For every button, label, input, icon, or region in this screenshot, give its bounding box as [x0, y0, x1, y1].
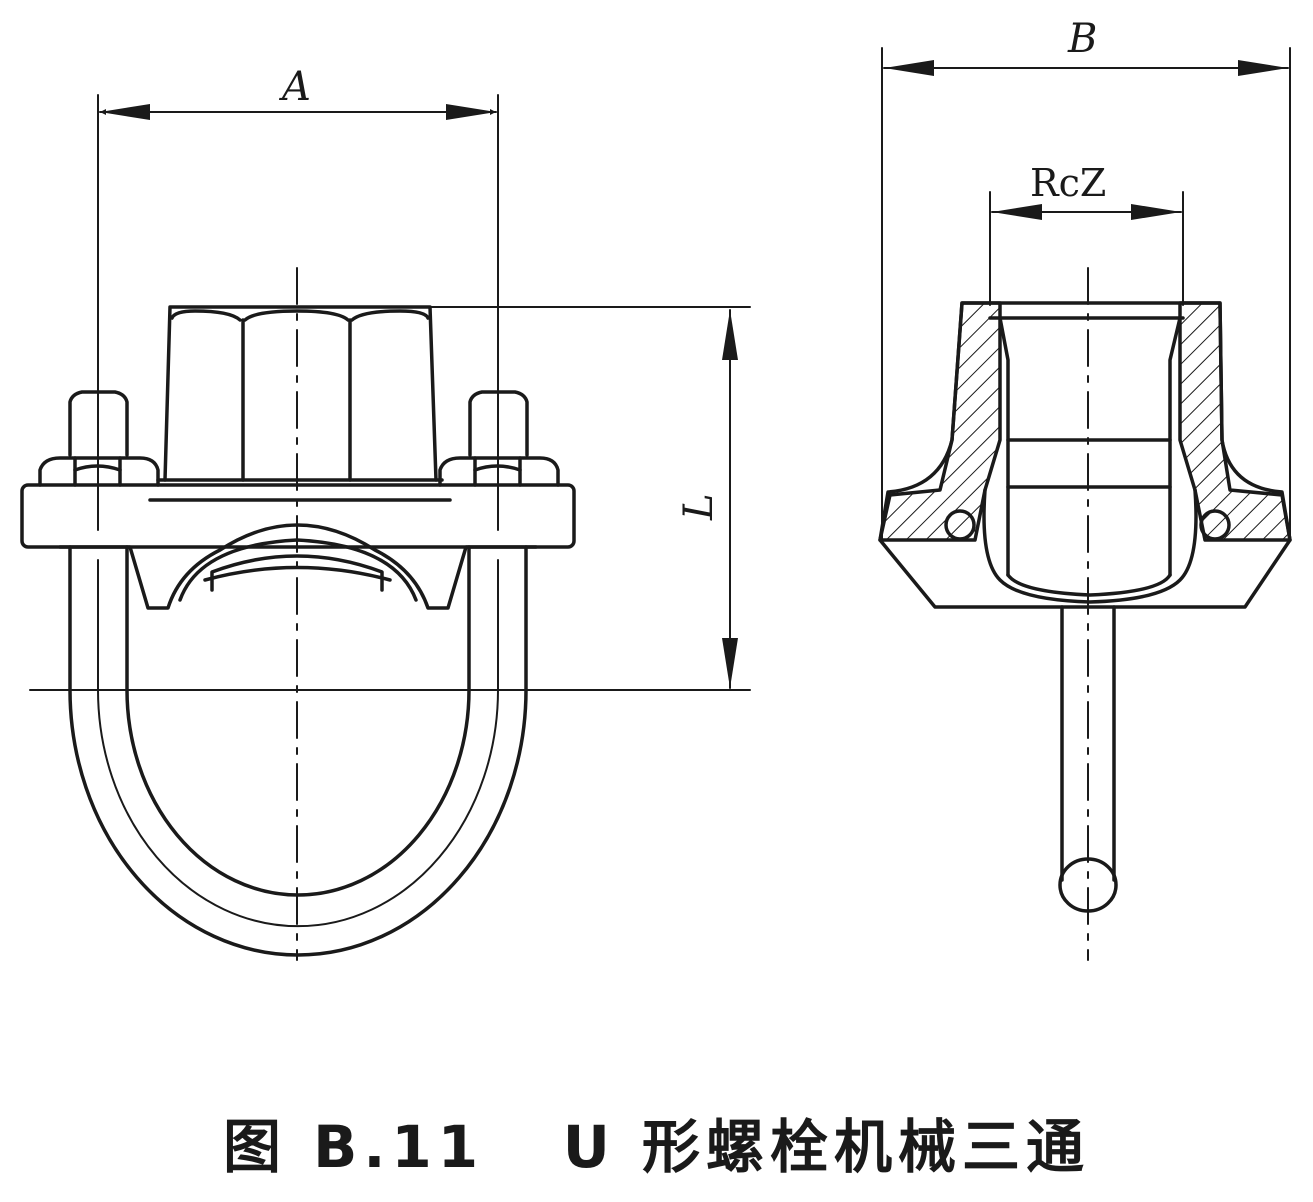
dimension-label-a: A	[278, 64, 311, 110]
u-bolt	[68, 545, 528, 957]
section-hatch-right	[1178, 301, 1292, 542]
technical-drawing: A B RcZ L	[20, 16, 1292, 961]
dimension-l	[29, 306, 751, 691]
dimension-label-l: L	[676, 493, 722, 521]
dimension-label-rcz: RcZ	[1030, 161, 1106, 205]
figure-caption: 图 B.11 U 形螺栓机械三通	[222, 1113, 1090, 1181]
right-bolt	[438, 390, 560, 487]
section-hatch-left	[878, 301, 1002, 542]
seal-ring-right	[1199, 509, 1231, 541]
dimension-rcz	[989, 191, 1184, 306]
outlet-boss	[148, 305, 452, 502]
dimension-label-b: B	[1067, 16, 1097, 62]
left-bolt	[38, 390, 160, 487]
side-section-view	[878, 47, 1292, 961]
saddle-plate	[20, 483, 576, 610]
section-outline	[878, 301, 1292, 609]
threaded-bore	[982, 316, 1198, 604]
dimension-b	[881, 47, 1291, 541]
seal-ring-left	[944, 509, 976, 541]
front-view	[20, 94, 751, 961]
